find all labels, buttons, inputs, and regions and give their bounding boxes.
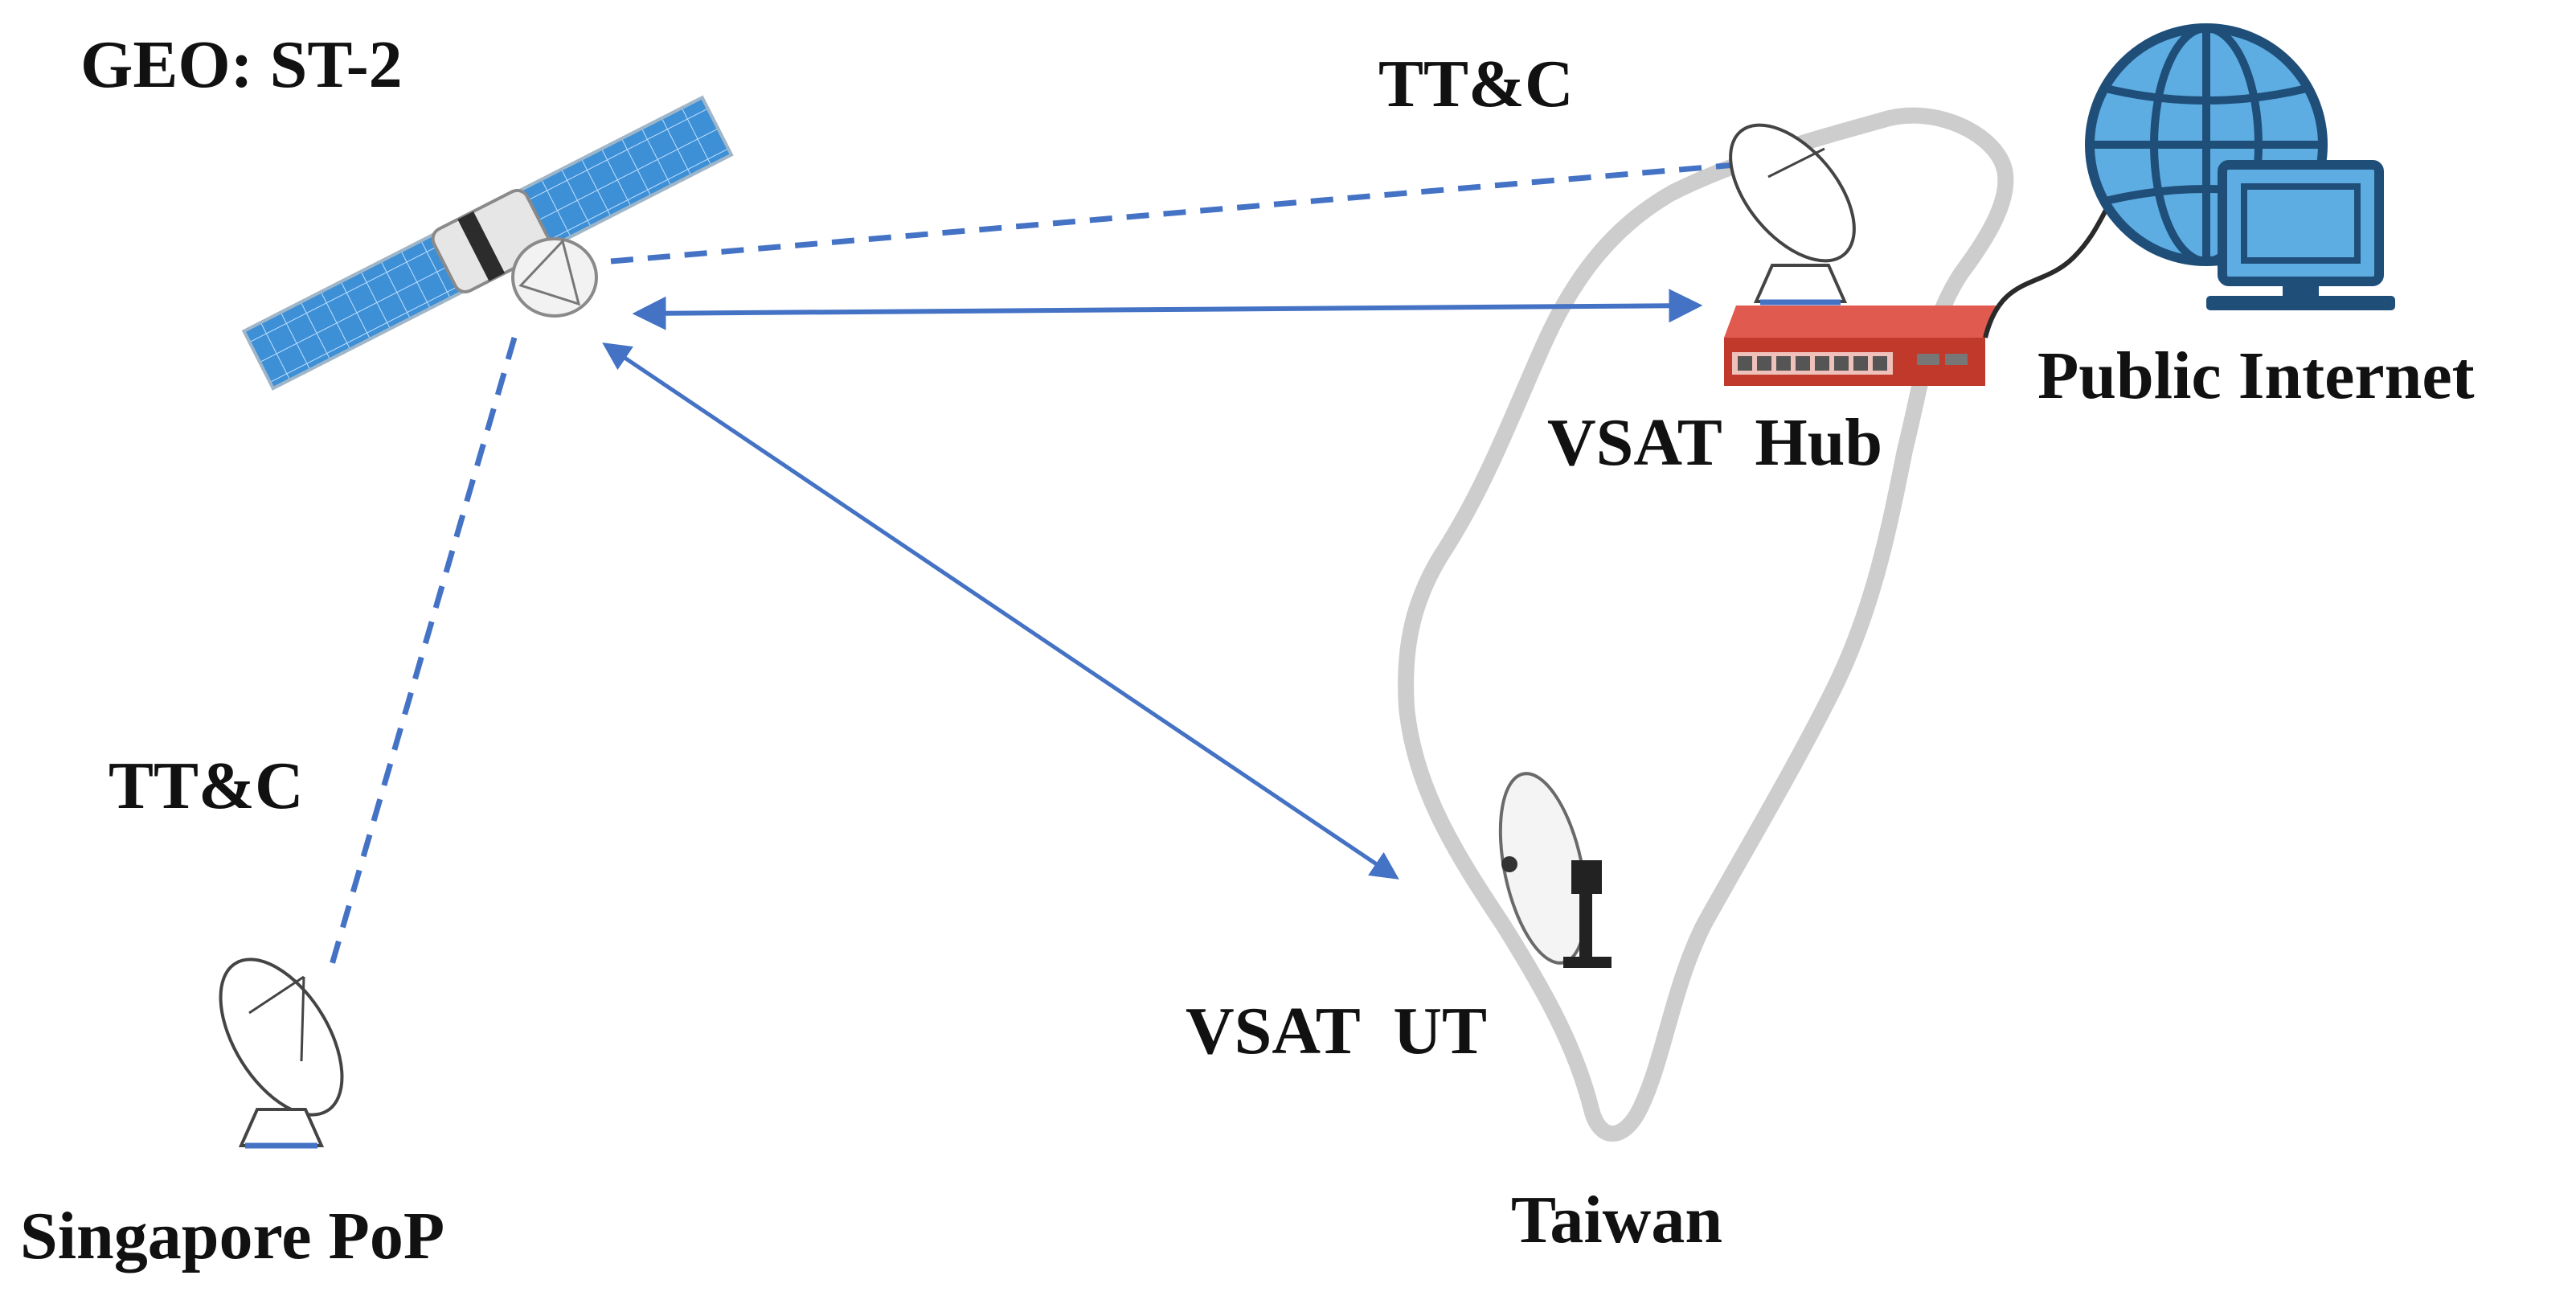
hub-dish-antenna-icon xyxy=(1729,123,1856,306)
ttc-link-singapore xyxy=(326,337,518,974)
data-link-hub xyxy=(632,289,1703,330)
ttc-link-hub xyxy=(610,162,1737,265)
ttc-label-left: TT&C xyxy=(109,748,304,823)
monitor-icon xyxy=(2206,160,2395,310)
taiwan-label: Taiwan xyxy=(1511,1183,1722,1257)
data-link-ut xyxy=(602,342,1399,880)
router-icon xyxy=(1724,306,1997,386)
public-internet-label: Public Internet xyxy=(2037,338,2475,413)
vsat-hub-label: VSAT Hub xyxy=(1547,405,1882,480)
singapore-pop-label: Singapore PoP xyxy=(20,1199,444,1273)
taiwan-island-outline xyxy=(1398,107,2014,1142)
satellite-icon xyxy=(241,95,734,391)
ttc-label-top: TT&C xyxy=(1378,47,1574,121)
dish-antenna-icon xyxy=(219,958,344,1149)
portable-dish-icon xyxy=(1498,772,1612,968)
vsat-ut-label: VSAT UT xyxy=(1186,994,1487,1068)
satellite-label: GEO: ST-2 xyxy=(80,27,403,102)
